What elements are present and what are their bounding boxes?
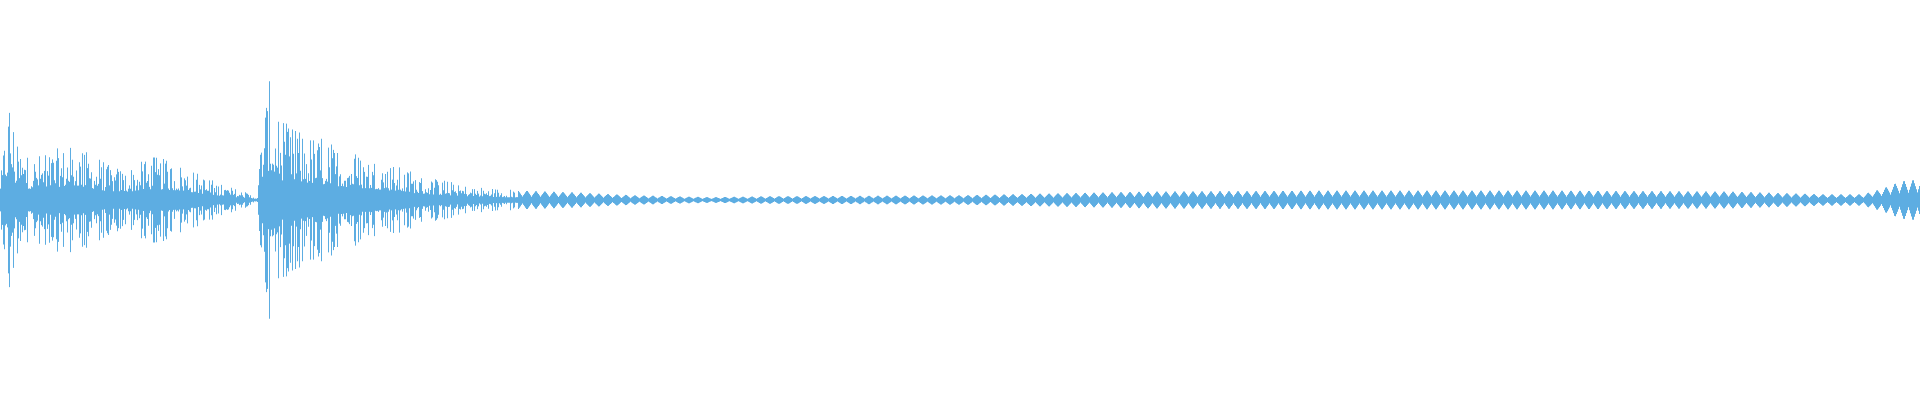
waveform-path xyxy=(0,81,1920,319)
